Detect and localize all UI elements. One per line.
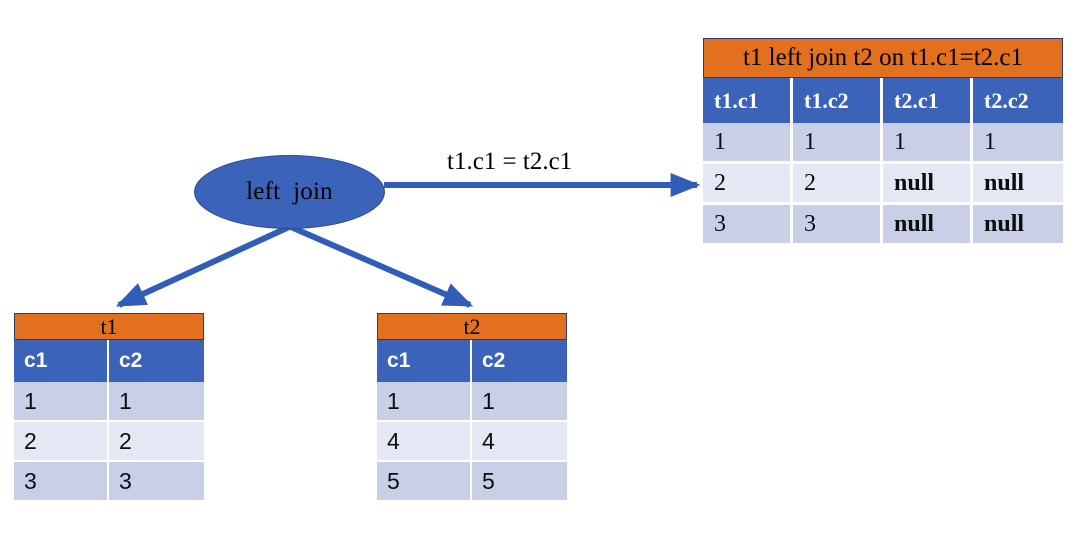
result-col-header: t2.c1 bbox=[883, 78, 973, 123]
join-node-label: left join bbox=[246, 178, 333, 205]
t2-table-title: t2 bbox=[377, 313, 567, 340]
table-cell: 1 bbox=[14, 382, 109, 422]
t2-table: t2 c1 c2 1 1 4 4 5 5 bbox=[377, 313, 567, 502]
table-row: 2 2 null null bbox=[703, 164, 1063, 205]
table-cell: 2 bbox=[703, 164, 793, 205]
table-row: 5 5 bbox=[377, 462, 567, 502]
result-table-header-row: t1.c1 t1.c2 t2.c1 t2.c2 bbox=[703, 78, 1063, 123]
result-col-header: t1.c2 bbox=[793, 78, 883, 123]
join-condition-label: t1.c1 = t2.c1 bbox=[447, 148, 573, 175]
result-col-header: t1.c1 bbox=[703, 78, 793, 123]
table-cell: 3 bbox=[703, 205, 793, 246]
table-cell: 5 bbox=[377, 462, 472, 502]
t2-table-header-row: c1 c2 bbox=[377, 340, 567, 382]
table-cell: 3 bbox=[109, 462, 204, 502]
t1-table-title: t1 bbox=[14, 313, 204, 340]
table-cell: 5 bbox=[472, 462, 567, 502]
result-table-title: t1 left join t2 on t1.c1=t2.c1 bbox=[703, 38, 1063, 78]
table-cell: 4 bbox=[377, 422, 472, 462]
table-cell: 1 bbox=[973, 123, 1063, 164]
table-row: 1 1 1 1 bbox=[703, 123, 1063, 164]
table-row: 4 4 bbox=[377, 422, 567, 462]
table-cell-null: null bbox=[973, 205, 1063, 246]
table-row: 1 1 bbox=[14, 382, 204, 422]
table-cell-null: null bbox=[883, 164, 973, 205]
t1-table-header-row: c1 c2 bbox=[14, 340, 204, 382]
join-node[interactable]: left join bbox=[194, 155, 385, 229]
t1-col-header: c2 bbox=[109, 340, 204, 382]
table-row: 2 2 bbox=[14, 422, 204, 462]
table-cell-null: null bbox=[973, 164, 1063, 205]
table-cell: 1 bbox=[793, 123, 883, 164]
table-cell: 2 bbox=[793, 164, 883, 205]
table-cell: 1 bbox=[109, 382, 204, 422]
result-table: t1 left join t2 on t1.c1=t2.c1 t1.c1 t1.… bbox=[703, 38, 1063, 246]
table-row: 3 3 null null bbox=[703, 205, 1063, 246]
table-cell: 1 bbox=[883, 123, 973, 164]
table-cell: 3 bbox=[14, 462, 109, 502]
edge-node-to-t1 bbox=[115, 224, 291, 308]
table-cell-null: null bbox=[883, 205, 973, 246]
table-row: 1 1 bbox=[377, 382, 567, 422]
table-cell: 2 bbox=[109, 422, 204, 462]
t1-table: t1 c1 c2 1 1 2 2 3 3 bbox=[14, 313, 204, 502]
table-cell: 3 bbox=[793, 205, 883, 246]
result-col-header: t2.c2 bbox=[973, 78, 1063, 123]
edge-node-to-t2 bbox=[289, 224, 474, 308]
table-cell: 1 bbox=[472, 382, 567, 422]
t2-col-header: c1 bbox=[377, 340, 472, 382]
table-row: 3 3 bbox=[14, 462, 204, 502]
t2-col-header: c2 bbox=[472, 340, 567, 382]
table-cell: 4 bbox=[472, 422, 567, 462]
t1-col-header: c1 bbox=[14, 340, 109, 382]
table-cell: 2 bbox=[14, 422, 109, 462]
table-cell: 1 bbox=[377, 382, 472, 422]
table-cell: 1 bbox=[703, 123, 793, 164]
